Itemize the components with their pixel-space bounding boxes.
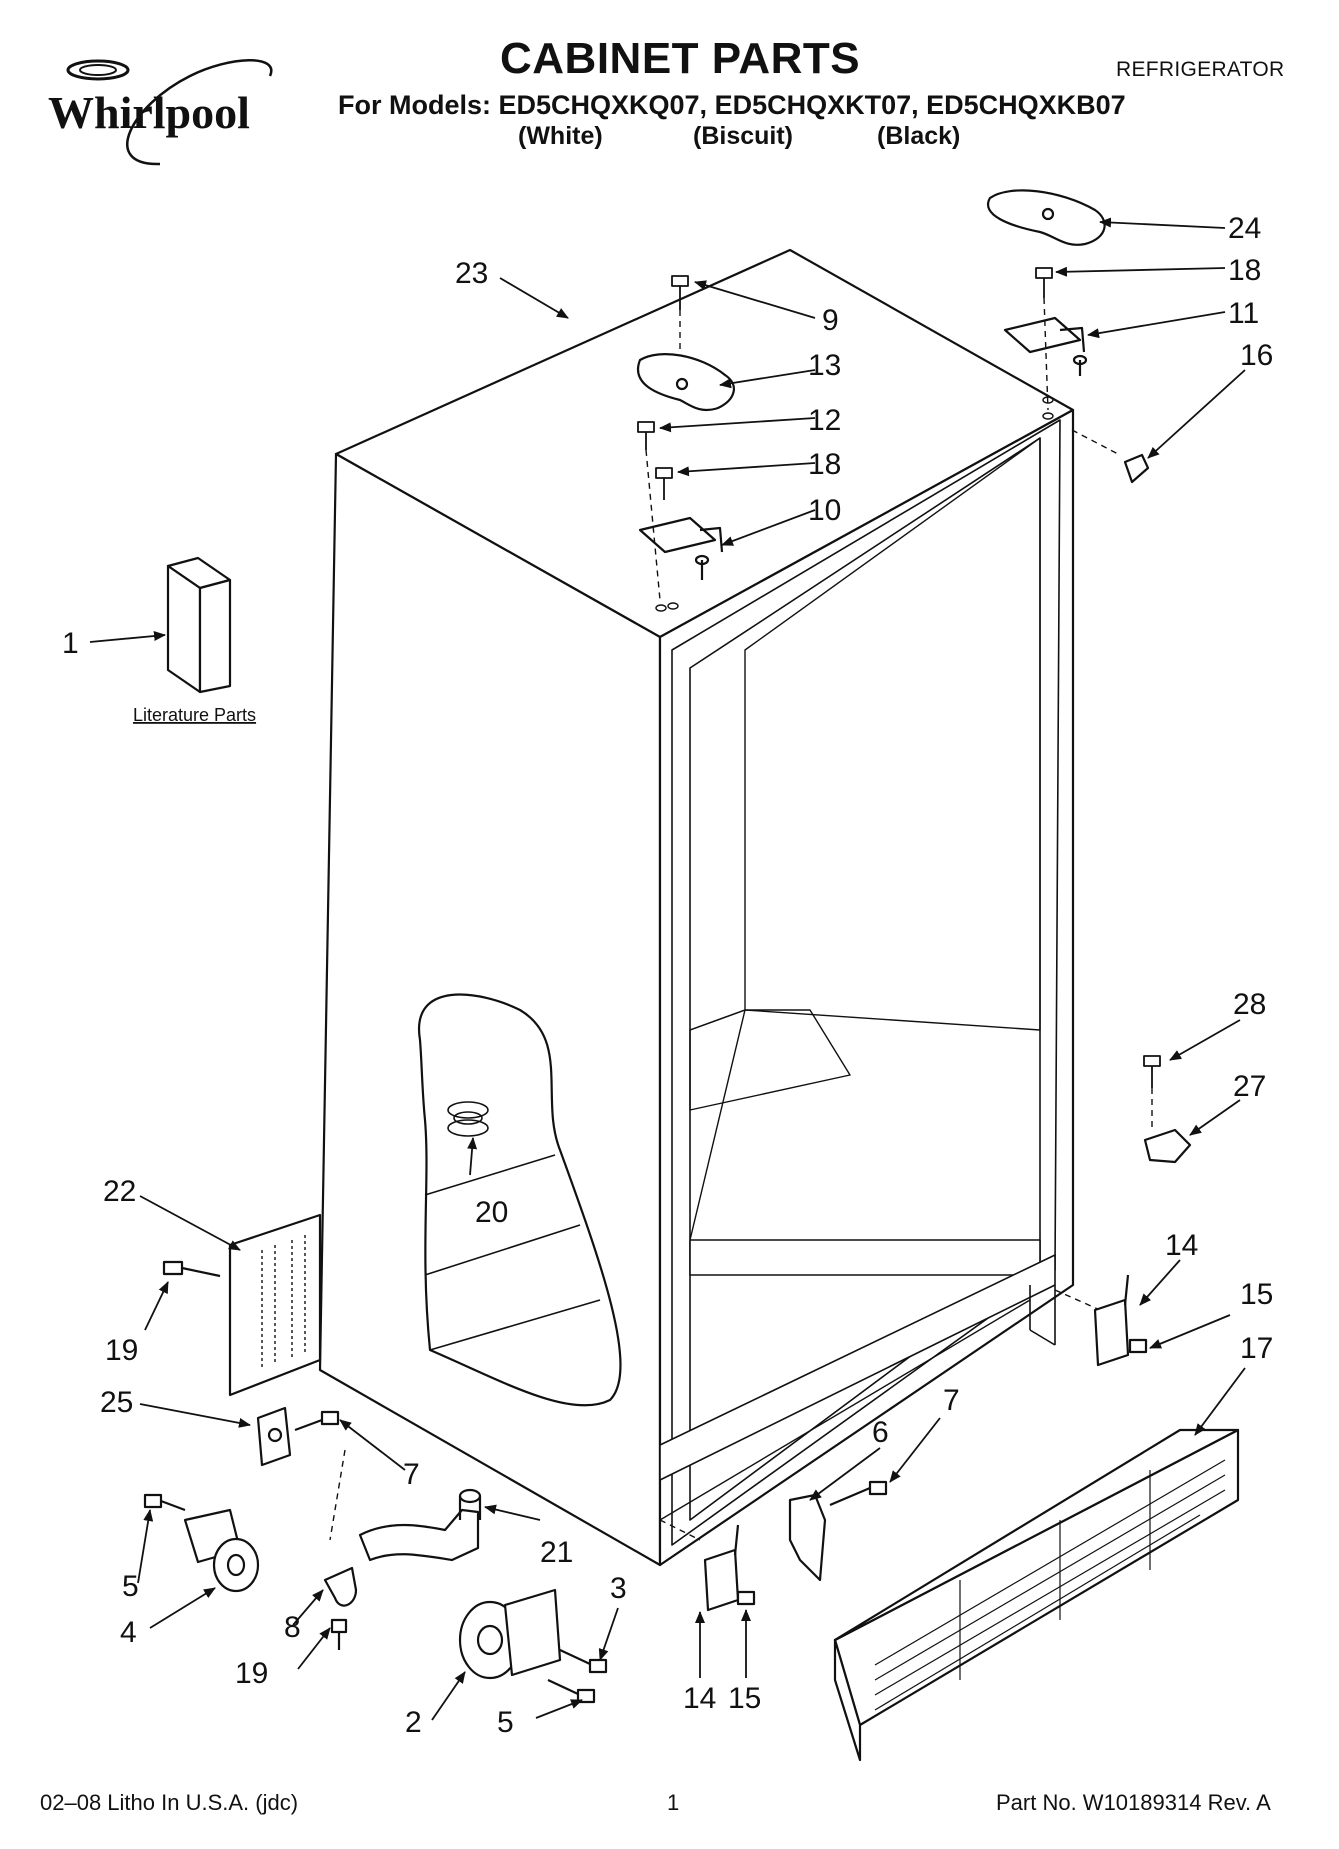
hinge-11 — [1003, 316, 1088, 376]
callout-8: 8 — [284, 1611, 301, 1644]
bracket-27 — [1143, 1128, 1192, 1164]
screws-top — [637, 267, 1161, 1088]
callout-11: 11 — [1228, 297, 1259, 330]
callout-12: 12 — [808, 404, 841, 437]
callout-1: 1 — [62, 627, 79, 660]
variant-biscuit: (Biscuit) — [693, 122, 793, 150]
callout-7a: 7 — [403, 1458, 420, 1491]
callout-5b: 5 — [497, 1706, 514, 1739]
alignment-lines — [289, 297, 1153, 1541]
cabinet-shell — [318, 248, 1075, 1567]
callout-labels: 1 2 3 4 5 5 6 7 7 8 9 10 11 12 13 14 14 … — [62, 212, 1273, 1739]
callout-9: 9 — [822, 304, 839, 337]
models-line: For Models: ED5CHQXKQ07, ED5CHQXKT07, ED… — [338, 90, 1126, 120]
callout-28: 28 — [1233, 988, 1266, 1021]
callout-15b: 15 — [728, 1682, 761, 1715]
callout-20: 20 — [475, 1196, 508, 1229]
callout-10: 10 — [808, 494, 841, 527]
callout-21: 21 — [540, 1536, 573, 1569]
literature-parts — [166, 556, 232, 694]
callout-23: 23 — [455, 257, 488, 290]
roller-assembly-4 — [143, 1493, 260, 1593]
hinge-cover-13 — [636, 353, 735, 412]
callout-3: 3 — [610, 1572, 627, 1605]
toe-grille-17 — [833, 1428, 1240, 1762]
variant-black: (Black) — [877, 122, 961, 150]
callout-5a: 5 — [122, 1570, 139, 1603]
category-label: REFRIGERATOR — [1116, 58, 1285, 81]
access-cover-22 — [162, 1213, 322, 1397]
footer-part-number: Part No. W10189314 Rev. A — [996, 1790, 1271, 1815]
callout-14b: 14 — [683, 1682, 716, 1715]
drain-tube-21 — [358, 1488, 482, 1562]
callout-4: 4 — [120, 1616, 137, 1649]
callout-7b: 7 — [943, 1384, 960, 1417]
bracket-14-right — [1093, 1274, 1148, 1367]
callout-leaders — [89, 217, 1246, 1721]
callout-2: 2 — [405, 1706, 422, 1739]
callout-6: 6 — [872, 1416, 889, 1449]
callout-22: 22 — [103, 1175, 136, 1208]
callout-19a: 19 — [105, 1334, 138, 1367]
callout-18b: 18 — [808, 448, 841, 481]
callout-27: 27 — [1233, 1070, 1266, 1103]
callout-17: 17 — [1240, 1332, 1273, 1365]
callout-14a: 14 — [1165, 1229, 1198, 1262]
roller-assembly-2 — [458, 1588, 608, 1704]
clamp-8 — [323, 1566, 358, 1650]
literature-parts-label: Literature Parts — [133, 705, 256, 725]
callout-15a: 15 — [1240, 1278, 1273, 1311]
bracket-14-bottom — [703, 1524, 756, 1612]
callout-25: 25 — [100, 1386, 133, 1419]
callout-24: 24 — [1228, 212, 1261, 245]
hinge-10 — [638, 516, 724, 580]
whirlpool-logo: Whirlpool — [48, 59, 273, 166]
footer-litho: 02–08 Litho In U.S.A. (jdc) — [40, 1790, 299, 1815]
brand-name: Whirlpool — [48, 87, 250, 138]
hinge-cover-24 — [987, 189, 1106, 246]
page-title: CABINET PARTS — [500, 34, 861, 83]
callout-13: 13 — [808, 349, 841, 382]
callout-19b: 19 — [235, 1657, 268, 1690]
clip-16 — [1123, 453, 1150, 484]
bracket-25 — [256, 1406, 340, 1467]
bracket-6 — [788, 1480, 888, 1582]
footer-page-number: 1 — [667, 1790, 680, 1815]
callout-16: 16 — [1240, 339, 1273, 372]
variant-white: (White) — [518, 122, 603, 150]
callout-18a: 18 — [1228, 254, 1261, 287]
